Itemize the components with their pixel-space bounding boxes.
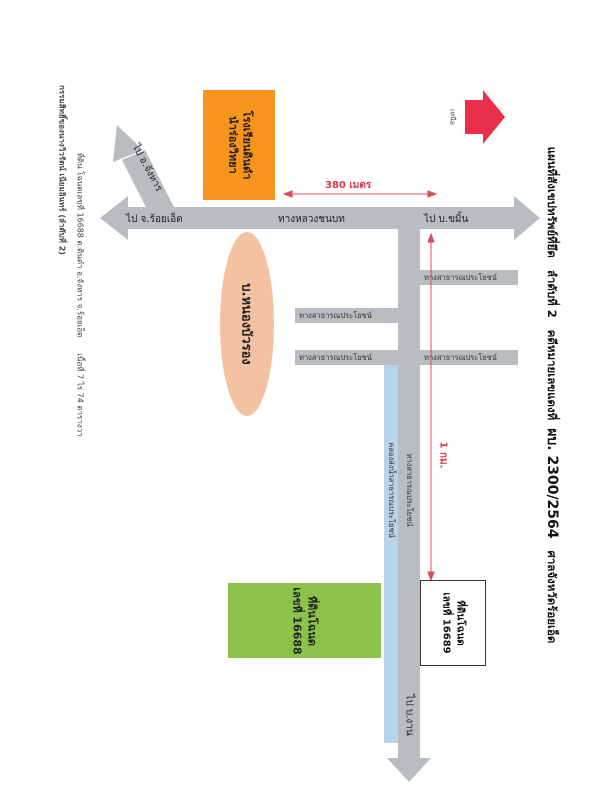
distance-380m-label: 380 เมตร xyxy=(325,180,372,191)
public-road-label-4: ทางสาธารณประโยชน์ xyxy=(299,353,372,362)
school-box: โรงเรียนดินดำ นำร่องวิทยา xyxy=(203,90,275,200)
public-road-label-2: ทางสาธารณประโยชน์ xyxy=(424,353,497,362)
distance-1km-line xyxy=(427,232,435,582)
road-to-chanhan xyxy=(113,125,178,215)
public-road-left-1 xyxy=(295,308,399,323)
plot-16688: ที่ดินโฉนด เลขที่ 16688 xyxy=(228,583,381,658)
rural-highway xyxy=(100,196,540,240)
plot-16689: ที่ดินโฉนด เลขที่ 16689 xyxy=(420,580,486,666)
public-road-vertical-label: ทางสาธารณประโยชน์ xyxy=(405,453,414,527)
public-road-left-2 xyxy=(295,350,399,365)
canal-label: คลองส่งน้ำสาธารณประโยชน์ xyxy=(387,442,396,538)
village-label: บ.หนองบัวรอง xyxy=(238,283,254,365)
to-ban-ngan-label: ไป บ.งาน xyxy=(403,694,415,736)
plot-16689-label: ที่ดินโฉนด เลขที่ 16689 xyxy=(441,592,466,654)
distance-1km-label: 1 กม. xyxy=(437,441,449,469)
school-label: โรงเรียนดินดำ นำร่องวิทยา xyxy=(226,110,253,180)
village-area xyxy=(220,232,274,416)
road-to-ban-ngan xyxy=(387,228,431,782)
plot-16688-label: ที่ดินโฉนด เลขที่ 16688 xyxy=(290,586,319,655)
to-khamin-label: ไป บ.ขมิ้น xyxy=(424,214,469,225)
public-road-right-2 xyxy=(420,350,518,365)
road-main-label: ทางหลวงชนบท xyxy=(278,214,345,225)
public-canal xyxy=(384,365,398,743)
public-road-label-1: ทางสาธารณประโยชน์ xyxy=(424,273,497,282)
public-road-right-1 xyxy=(420,270,518,285)
to-roiet-label: ไป จ.ร้อยเอ็ด xyxy=(126,214,183,225)
public-road-label-3: ทางสาธารณประโยชน์ xyxy=(299,311,372,320)
distance-380m-line xyxy=(282,190,438,198)
north-label: เหนือ xyxy=(448,109,457,125)
north-arrow-icon xyxy=(465,90,505,144)
